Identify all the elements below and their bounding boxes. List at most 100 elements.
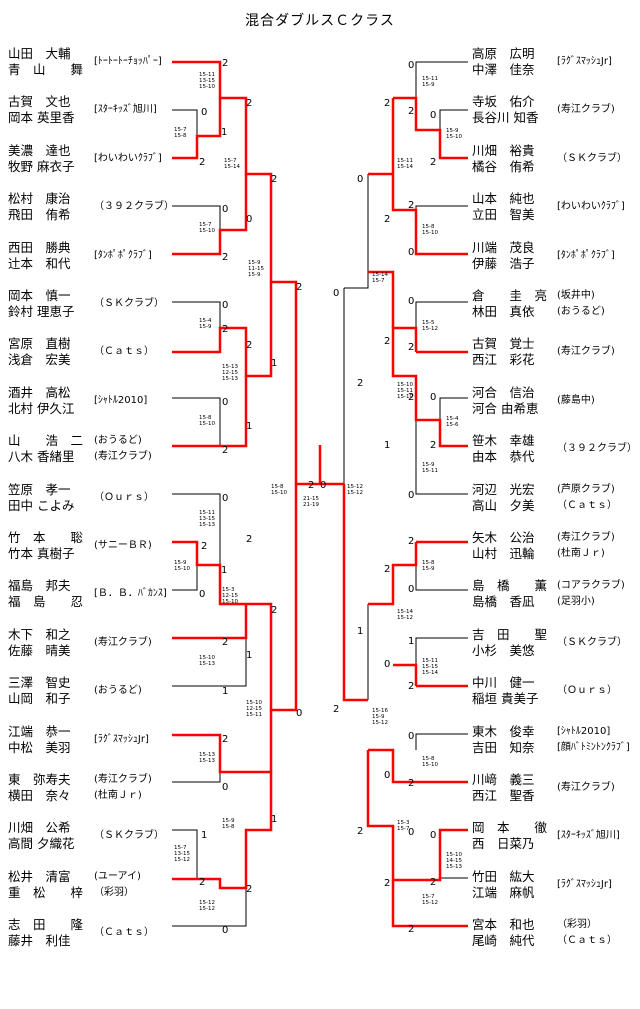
game-scores: 21-15 21-19 [303,496,319,508]
player-name: 林田 真依 [472,304,535,319]
game-scores: 15-13 12-15 15-13 [222,364,238,382]
club-name: [ｼｬﾄﾙ2010] [94,394,148,406]
game-scores: 15-4 15-9 [199,318,212,330]
game-scores: 15-16 15-9 15-12 [372,708,388,726]
club-name: [ﾄｰﾄｰﾄｰﾁｮｯﾊﾟｰ] [94,56,162,67]
match-score: 1 [271,814,278,825]
player-name: 竹本 真樹子 [8,546,75,561]
game-scores: 15-10 15-13 [199,655,215,667]
club-name: (コアラクラブ) [557,580,625,592]
player-name: 江端 恭一 [8,723,71,739]
bracket-line [172,493,221,565]
player-name: 福島 邦夫 [8,578,71,594]
player-name: 高間 夕織花 [8,836,75,852]
player-name: 倉 圭 亮 [472,288,548,303]
bracket-line [415,61,468,98]
club-name: (寿江クラブ) [94,451,152,463]
player-name: 河辺 光宏 [472,481,535,497]
club-name: (寿江クラブ) [94,774,152,785]
game-scores: 15-10 15-11 15-10 [397,382,413,400]
club-name: [ﾗｸﾞｽﾏｯｼｭJr] [557,878,612,890]
match-score: 0 [408,827,415,838]
game-scores: 15-7 15-10 [199,222,215,234]
game-scores: 15-12 15-12 [199,900,215,912]
match-score: 2 [430,877,437,888]
club-name: （Ｃａｔｓ） [94,927,154,939]
club-name: （ＳＫクラブ） [557,152,627,164]
player-name: 酒井 高松 [8,384,71,400]
player-name: 島 橋 薫 [472,578,548,594]
game-scores: 15-10 12-15 15-11 [246,700,262,718]
player-name: 辻本 和代 [8,255,71,271]
player-name: 中澤 佳奈 [472,62,535,77]
bracket-line [439,877,468,880]
match-score: 0 [222,204,229,215]
player-name: 立田 智美 [472,207,535,223]
bracket-line [172,301,221,352]
match-score: 1 [222,686,229,697]
bracket-line [439,109,468,130]
match-score: 2 [222,324,229,335]
bracket-line [344,174,369,289]
winner-path [172,98,222,160]
match-score: 0 [333,288,340,299]
player-name: 山村 迅輪 [472,546,535,561]
winner-path [393,663,418,686]
match-score: 2 [384,878,391,889]
game-scores: 15-8 15-10 [199,415,215,427]
player-name: 八木 香緒里 [8,449,75,465]
game-scores: 15-9 15-10 [446,128,462,140]
club-name: （Ｏｕｒｓ） [557,685,617,697]
match-score: 2 [271,605,278,616]
match-score: 2 [271,174,278,185]
match-score: 2 [384,336,391,347]
winner-path [414,110,468,160]
club-name: （ＳＫクラブ） [557,636,627,648]
club-name: （彩羽） [557,919,597,931]
club-name: [ｼｬﾄﾙ2010] [557,725,611,737]
match-score: 2 [222,252,229,263]
match-score: 1 [221,127,228,138]
match-score: 2 [408,778,415,789]
game-scores: 15-14 15-12 [397,609,413,621]
player-name: 高原 広明 [472,46,535,61]
player-name: 山本 純也 [472,191,535,207]
winner-path [368,270,395,328]
match-score: 0 [384,659,391,670]
page-title: 混合ダブルスＣクラス [245,13,395,29]
club-name: （ＳＫクラブ） [94,830,164,842]
club-name: （３９２クラブ） [94,201,174,213]
club-name: （彩羽） [94,886,134,898]
player-name: 橘谷 侑希 [472,158,535,174]
club-name: (サニーＢＲ) [94,540,152,551]
match-score: 0 [408,296,415,307]
match-score: 2 [222,734,229,745]
match-score: 1 [246,421,253,432]
player-name: 矢木 公治 [472,530,535,545]
winner-path [172,484,298,712]
match-score: 0 [201,107,208,118]
match-score: 1 [357,626,364,637]
player-name: 松井 清富 [8,868,71,884]
player-name: 志 田 隆 [8,917,84,933]
match-score: 2 [199,157,206,168]
game-scores: 15-11 13-15 15-10 [199,72,215,90]
player-name: 山岡 和子 [8,691,71,707]
club-name: [ﾗｸﾞｽﾏｯｼｭJr] [557,56,612,67]
player-name: 由本 恭代 [472,449,535,465]
bracket-line [172,829,198,879]
player-name: 山田 大輔 [8,46,71,61]
match-score: 1 [246,650,253,661]
player-name: 河合 由希恵 [472,400,539,416]
winner-path [172,282,273,378]
club-name: （Ｃａｔｓ） [557,935,617,947]
club-name: [Ｂ．Ｂ．ﾊﾞｶﾝｽ] [94,588,167,600]
player-name: 伊藤 浩子 [472,255,535,271]
club-name: [ﾗｸﾞｽﾏｯｼｭJr] [94,733,149,745]
club-name: (おうるど) [557,306,605,317]
winner-path [172,376,248,448]
player-name: 小杉 美悠 [472,642,535,658]
game-scores: 15-9 11-15 15-9 [248,260,264,278]
club-name: （Ｃａｔｓ） [557,499,617,511]
